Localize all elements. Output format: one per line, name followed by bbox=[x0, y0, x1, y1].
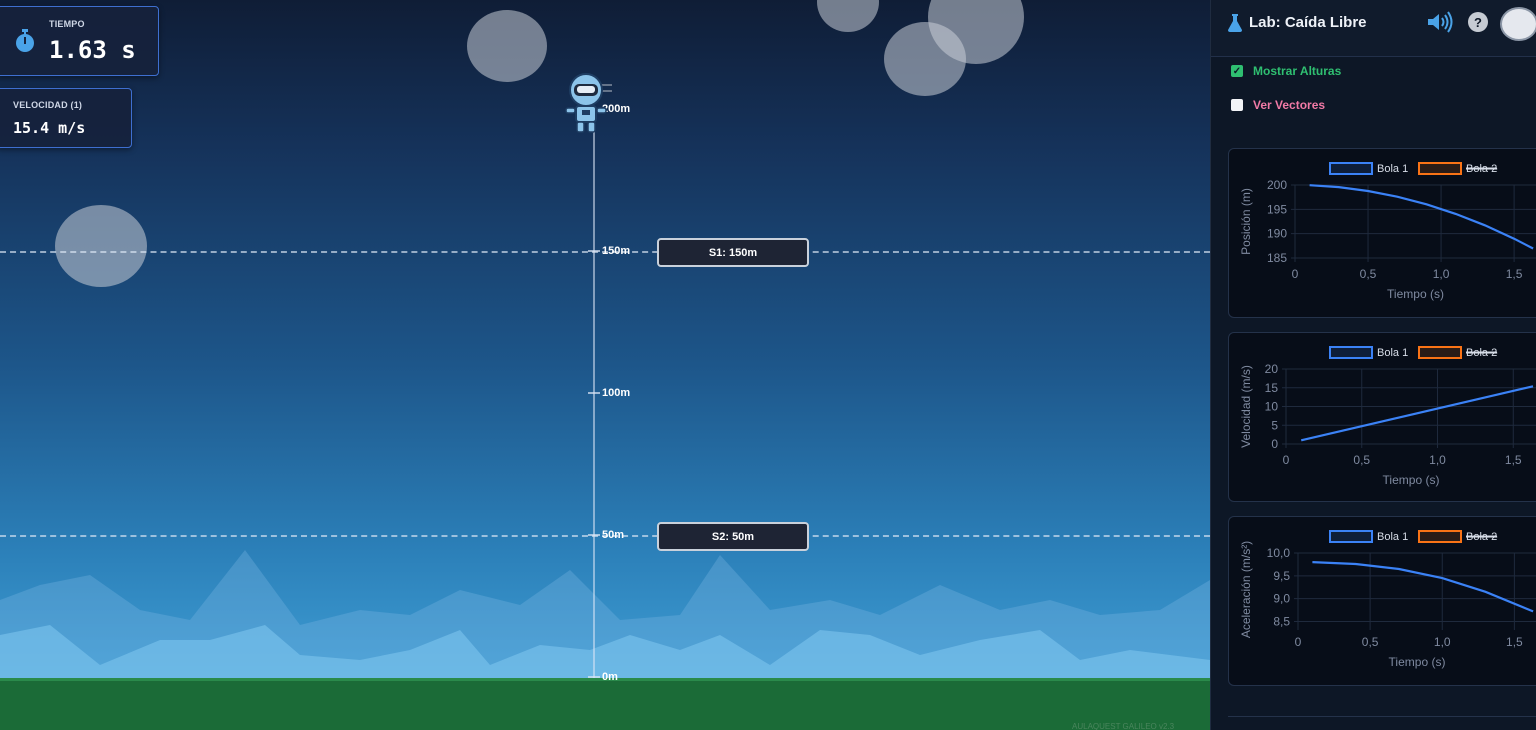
x-tick-label: 1,5 bbox=[1506, 267, 1523, 281]
legend-label: Bola 2 bbox=[1466, 163, 1497, 175]
show-vectors-label: Ver Vectores bbox=[1253, 98, 1326, 112]
y-tick-label: 5 bbox=[1271, 418, 1278, 432]
legend-swatch bbox=[1418, 530, 1462, 543]
height-ruler bbox=[593, 118, 595, 678]
velocity-label: VELOCIDAD (1) bbox=[13, 100, 83, 110]
x-axis-label: Tiempo (s) bbox=[1387, 287, 1444, 301]
time-label: TIEMPO bbox=[49, 19, 85, 29]
sensor-2-label[interactable]: S2: 50m bbox=[657, 522, 809, 551]
legend-label: Bola 2 bbox=[1466, 531, 1497, 543]
chart-legend: Bola 1 Bola 2 bbox=[1329, 530, 1497, 543]
y-axis-label: Velocidad (m/s) bbox=[1239, 365, 1253, 448]
ruler-label-150: 150m bbox=[602, 245, 631, 257]
legend-label: Bola 1 bbox=[1377, 163, 1408, 175]
cloud bbox=[817, 0, 879, 32]
legend-swatch bbox=[1329, 530, 1373, 543]
legend-label: Bola 2 bbox=[1466, 347, 1497, 359]
time-card: TIEMPO 1.63 s bbox=[0, 6, 159, 76]
x-tick-label: 0,5 bbox=[1353, 453, 1370, 467]
cloud bbox=[467, 10, 547, 82]
simulation-canvas[interactable]: 200m 150m 100m 50m 0m S1: 150m S2: 50m T… bbox=[0, 0, 1210, 730]
x-tick-label: 1,0 bbox=[1429, 453, 1446, 467]
ground bbox=[0, 678, 1210, 730]
x-tick-label: 1,5 bbox=[1506, 635, 1523, 649]
ruler-label-0: 0m bbox=[602, 671, 618, 683]
time-value: 1.63 s bbox=[49, 36, 136, 64]
ruler-tick bbox=[588, 534, 600, 536]
y-tick-label: 190 bbox=[1267, 227, 1287, 241]
y-tick-label: 0 bbox=[1271, 437, 1278, 451]
legend-swatch bbox=[1329, 162, 1373, 175]
show-heights-toggle[interactable]: ✓ Mostrar Alturas bbox=[1231, 64, 1341, 78]
series-line bbox=[1309, 184, 1534, 250]
y-tick-label: 10 bbox=[1265, 400, 1279, 414]
y-tick-label: 185 bbox=[1267, 251, 1287, 265]
watermark: AULAQUEST GALILEO v2.3 bbox=[1072, 722, 1175, 730]
sound-toggle-icon[interactable] bbox=[1426, 11, 1454, 33]
x-tick-label: 0 bbox=[1283, 453, 1290, 467]
panel-header: Lab: Caída Libre ? bbox=[1211, 0, 1536, 57]
y-tick-label: 200 bbox=[1267, 178, 1287, 192]
legend-swatch bbox=[1418, 346, 1462, 359]
stopwatch-icon bbox=[16, 29, 34, 52]
ruler-label-100: 100m bbox=[602, 387, 631, 399]
ruler-tick bbox=[588, 676, 600, 678]
y-axis-label: Aceleración (m/s²) bbox=[1239, 541, 1253, 638]
y-tick-label: 15 bbox=[1265, 381, 1279, 395]
legend-swatch bbox=[1329, 346, 1373, 359]
legend-label: Bola 1 bbox=[1377, 531, 1408, 543]
legend-swatch bbox=[1418, 162, 1462, 175]
legend-label: Bola 1 bbox=[1377, 347, 1408, 359]
y-tick-label: 195 bbox=[1267, 202, 1287, 216]
ruler-tick bbox=[588, 250, 600, 252]
chart-legend: Bola 1 Bola 2 bbox=[1329, 346, 1497, 359]
ruler-label-200: 200m bbox=[602, 103, 631, 115]
astronaut-icon[interactable] bbox=[562, 72, 612, 134]
series-line bbox=[1300, 385, 1534, 442]
flask-icon bbox=[1228, 14, 1242, 32]
x-axis-label: Tiempo (s) bbox=[1383, 473, 1440, 487]
divider bbox=[1228, 716, 1536, 717]
velocity-card: VELOCIDAD (1) 15.4 m/s bbox=[0, 88, 132, 148]
series-line bbox=[1312, 561, 1534, 613]
x-tick-label: 1,0 bbox=[1433, 267, 1450, 281]
x-tick-label: 0 bbox=[1292, 267, 1299, 281]
sensor-1-guide-line bbox=[0, 251, 1210, 253]
ruler-label-50: 50m bbox=[602, 529, 625, 541]
y-axis-label: Posición (m) bbox=[1239, 188, 1253, 255]
x-tick-label: 0 bbox=[1295, 635, 1302, 649]
y-tick-label: 20 bbox=[1265, 362, 1279, 376]
show-vectors-checkbox[interactable] bbox=[1231, 99, 1243, 111]
y-tick-label: 9,0 bbox=[1273, 592, 1290, 606]
x-axis-label: Tiempo (s) bbox=[1389, 655, 1446, 669]
x-tick-label: 1,0 bbox=[1434, 635, 1451, 649]
sensor-2-guide-line bbox=[0, 535, 1210, 537]
chart-legend: Bola 1 Bola 2 bbox=[1329, 162, 1497, 175]
show-vectors-toggle[interactable]: Ver Vectores bbox=[1231, 98, 1325, 112]
help-button[interactable]: ? bbox=[1468, 12, 1488, 32]
y-tick-label: 8,5 bbox=[1273, 614, 1290, 628]
cloud bbox=[55, 205, 147, 287]
show-heights-label: Mostrar Alturas bbox=[1253, 64, 1342, 78]
y-tick-label: 10,0 bbox=[1267, 546, 1291, 560]
show-heights-checkbox[interactable]: ✓ bbox=[1231, 65, 1243, 77]
x-tick-label: 0,5 bbox=[1362, 635, 1379, 649]
ruler-tick bbox=[588, 392, 600, 394]
x-tick-label: 0,5 bbox=[1360, 267, 1377, 281]
x-tick-label: 1,5 bbox=[1505, 453, 1522, 467]
y-tick-label: 9,5 bbox=[1273, 569, 1290, 583]
theme-toggle-button[interactable] bbox=[1500, 7, 1536, 41]
sensor-1-label[interactable]: S1: 150m bbox=[657, 238, 809, 267]
velocity-value: 15.4 m/s bbox=[13, 119, 86, 137]
side-panel: Lab: Caída Libre ? ✓ Mostrar Alturas Ver… bbox=[1210, 0, 1536, 730]
page-title: Lab: Caída Libre bbox=[1249, 14, 1367, 31]
mountains-background bbox=[0, 550, 1210, 680]
